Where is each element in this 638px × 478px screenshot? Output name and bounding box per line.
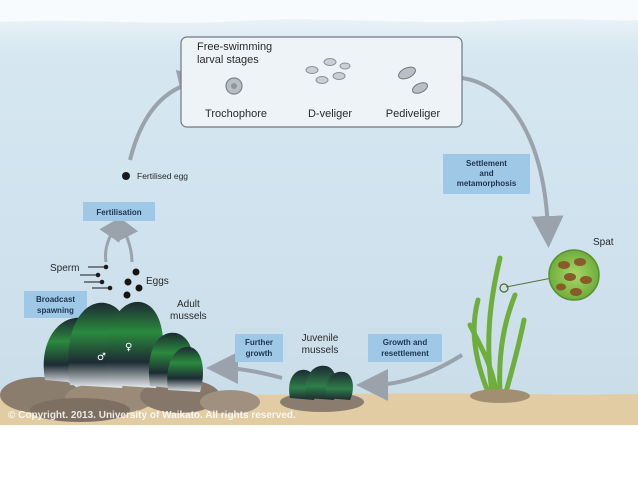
arrow-to-juveniles [356, 353, 464, 401]
larval-stages-box: Free-swimming larval stages Trochophore … [180, 36, 463, 128]
copyright-notice: © Copyright. 2013. University of Waikato… [8, 410, 296, 421]
svg-text:metamorphosis: metamorphosis [457, 179, 517, 188]
stage-d-veliger: D-veliger [308, 108, 352, 120]
svg-text:Broadcast: Broadcast [36, 295, 75, 304]
d-veliger-icon [305, 58, 351, 84]
sperm-icon [80, 264, 113, 291]
juvenile-mussels-label-line1: Juvenile [302, 333, 339, 344]
seagrass-base-rock [470, 389, 530, 403]
spat-magnified-icon [548, 249, 600, 301]
svg-text:and: and [479, 169, 493, 178]
stage-trochophore: Trochophore [205, 108, 267, 120]
adult-mussels-label-line1: Adult [177, 299, 200, 310]
svg-text:Settlement: Settlement [466, 159, 507, 168]
juvenile-mussels-group [280, 365, 364, 412]
rocks-adults [0, 377, 260, 422]
mussel-life-cycle-diagram: Free-swimming larval stages Trochophore … [0, 0, 638, 425]
svg-text:Further: Further [245, 338, 273, 347]
female-symbol-icon: ♀ [125, 342, 132, 353]
callout-growth-resettlement: Growth and resettlement [368, 334, 442, 362]
eggs-icon [123, 268, 143, 299]
arrow-to-settlement [461, 76, 564, 248]
water-surface [0, 0, 638, 23]
callout-further-growth: Further growth [235, 334, 283, 362]
sperm-label: Sperm [50, 263, 79, 274]
spat-pointer [505, 277, 553, 288]
seagrass [467, 255, 527, 395]
larval-box-title-line1: Free-swimming [197, 41, 272, 53]
adult-mussels-label-line2: mussels [170, 311, 207, 322]
svg-text:Growth and: Growth and [383, 338, 428, 347]
juvenile-mussels-label-line2: mussels [302, 345, 339, 356]
callout-settlement: Settlement and metamorphosis [443, 154, 530, 194]
stage-pediveliger: Pediveliger [386, 108, 441, 120]
callout-broadcast-spawning: Broadcast spawning [24, 291, 87, 318]
pediveliger-icon [398, 66, 428, 94]
callout-fertilisation: Fertilisation [83, 202, 155, 221]
svg-text:growth: growth [246, 349, 273, 358]
larval-box-title-line2: larval stages [197, 54, 259, 66]
adult-mussels-group: ♂ ♀ [43, 301, 203, 392]
svg-text:spawning: spawning [37, 306, 74, 315]
male-symbol-icon: ♂ [97, 352, 106, 363]
fertilised-egg-icon [122, 172, 130, 180]
svg-text:resettlement: resettlement [381, 349, 429, 358]
eggs-label: Eggs [146, 276, 169, 287]
svg-text:Fertilisation: Fertilisation [96, 208, 141, 217]
arrow-fertilisation-left [99, 216, 123, 263]
arrow-to-adults [206, 352, 283, 385]
spat-label: Spat [593, 237, 614, 248]
fertilised-egg-label: Fertilised egg [137, 171, 188, 181]
arrow-fertilisation-right [116, 215, 139, 263]
